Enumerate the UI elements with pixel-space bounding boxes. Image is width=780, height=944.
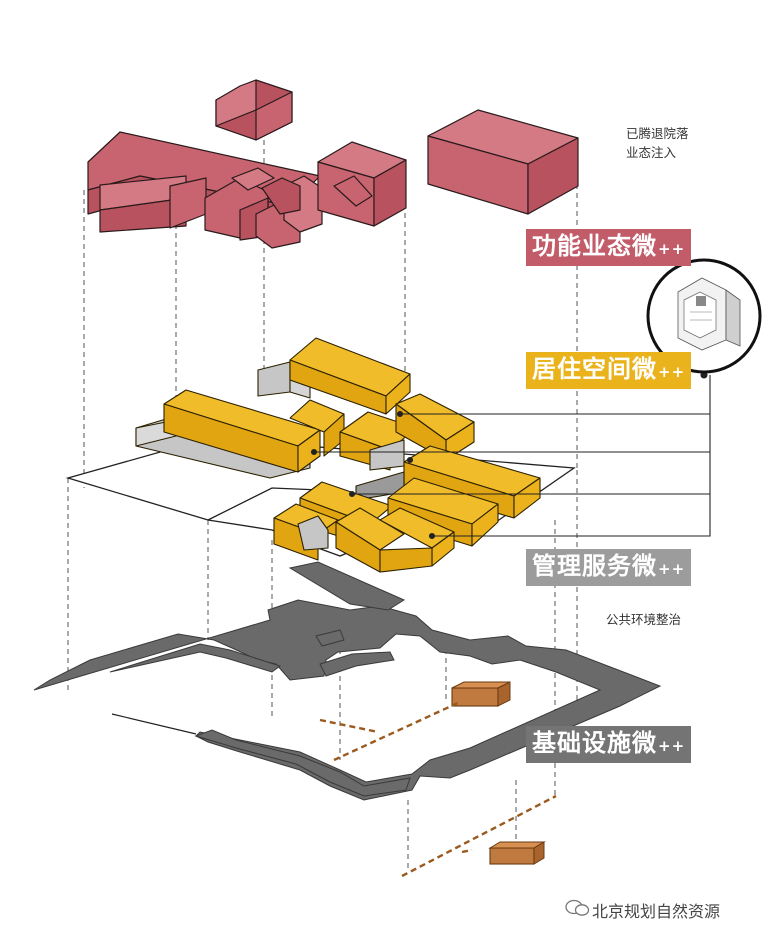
label-residential-suffix: ++ bbox=[658, 363, 686, 381]
label-infrastructure-suffix: ++ bbox=[658, 737, 686, 755]
label-residential-text: 居住空间微 bbox=[532, 355, 657, 383]
functional-buildings bbox=[87, 79, 579, 249]
leader-lines bbox=[310, 371, 711, 540]
label-functional: 功能业态微++ bbox=[526, 229, 692, 266]
street-network bbox=[33, 561, 662, 801]
label-residential: 居住空间微++ bbox=[526, 352, 692, 389]
utility-network bbox=[319, 681, 557, 878]
detail-inset-circle bbox=[646, 258, 762, 374]
note-vacated-line2: 业态注入 bbox=[626, 145, 677, 160]
label-management-suffix: ++ bbox=[658, 560, 686, 578]
utility-box-upper bbox=[451, 687, 499, 707]
wechat-icon bbox=[565, 899, 590, 916]
residential-buildings bbox=[135, 337, 541, 573]
note-public-env: 公共环境整治 bbox=[606, 612, 682, 627]
label-management: 管理服务微++ bbox=[526, 549, 692, 586]
note-vacated: 已腾退院落 业态注入 bbox=[626, 124, 689, 162]
utility-box-lower bbox=[489, 847, 535, 865]
watermark: 北京规划自然资源 bbox=[592, 898, 720, 922]
watermark-text: 北京规划自然资源 bbox=[592, 902, 721, 921]
label-infrastructure: 基础设施微++ bbox=[526, 726, 692, 763]
label-management-text: 管理服务微 bbox=[532, 552, 657, 580]
label-functional-suffix: ++ bbox=[658, 240, 686, 258]
label-functional-text: 功能业态微 bbox=[532, 232, 657, 260]
label-infrastructure-text: 基础设施微 bbox=[532, 729, 657, 757]
note-vacated-line1: 已腾退院落 bbox=[626, 126, 689, 141]
